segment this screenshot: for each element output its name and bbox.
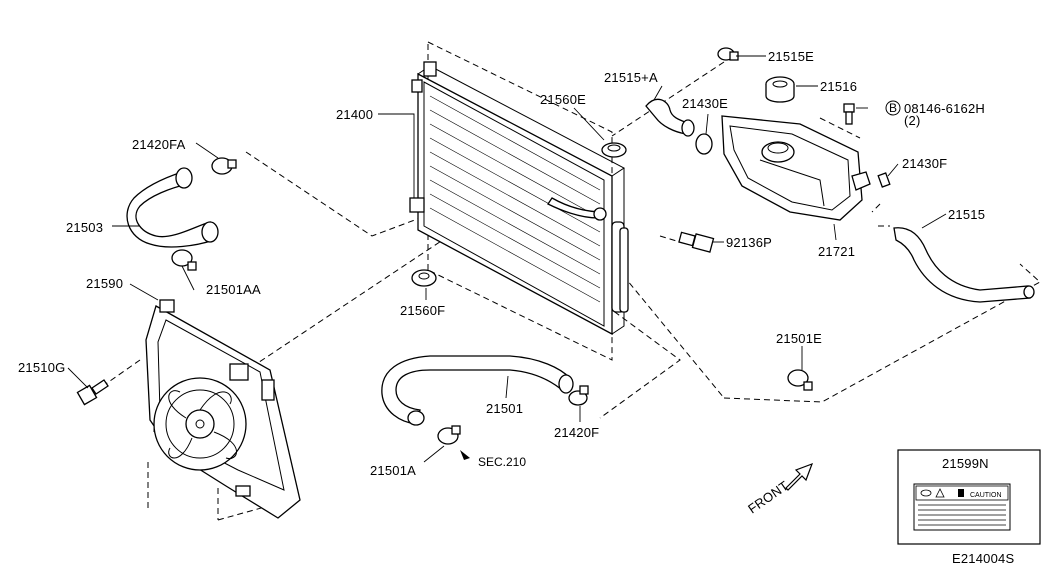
clip-21430F[interactable] [877, 172, 891, 188]
caution-label-21599N[interactable] [897, 449, 1041, 545]
lower-hose-21501[interactable] [381, 355, 574, 426]
clamp-21501AA[interactable] [171, 249, 197, 271]
label-21560F: 21560F [400, 303, 445, 318]
label-92136P: 92136P [726, 235, 772, 250]
label-bolt-circle: B [889, 101, 897, 115]
caution-symbol-icon [958, 489, 964, 497]
diagram-id: E214004S [952, 551, 1014, 566]
label-21515A: 21515+A [604, 70, 658, 85]
label-21430E: 21430E [682, 96, 728, 111]
label-21501E: 21501E [776, 331, 822, 346]
label-21501A: 21501A [370, 463, 416, 478]
label-21515: 21515 [948, 207, 985, 222]
sec210-arrow-icon [460, 450, 470, 460]
label-caution: CAUTION [970, 492, 1002, 499]
label-front: FRONT [745, 478, 791, 517]
mount-21560F[interactable] [411, 269, 437, 287]
bolt-08146-6162H[interactable] [843, 103, 855, 125]
label-08146-6162H: 08146-6162H [904, 101, 985, 116]
reservoir-tank-21721[interactable] [721, 115, 871, 221]
mount-21560E[interactable] [601, 142, 627, 158]
sensor-92136P[interactable] [678, 231, 715, 253]
fan-shroud-21590[interactable] [145, 299, 301, 519]
clamp-21430E[interactable] [695, 133, 713, 155]
clamp-21501E[interactable] [787, 369, 813, 391]
clamp-21501A[interactable] [437, 425, 461, 445]
label-08146-qty: (2) [904, 113, 921, 128]
label-21721: 21721 [818, 244, 855, 259]
caution-logo-icon [920, 489, 932, 497]
label-sec210: SEC.210 [478, 455, 526, 469]
label-21599N: 21599N [942, 456, 989, 471]
label-21516: 21516 [820, 79, 857, 94]
clamp-21420F[interactable] [568, 385, 589, 406]
bolt-21510G[interactable] [76, 379, 109, 406]
label-21590: 21590 [86, 276, 123, 291]
label-21510G: 21510G [18, 360, 65, 375]
label-21501: 21501 [486, 401, 523, 416]
label-21503: 21503 [66, 220, 103, 235]
front-arrow-icon [785, 462, 814, 491]
warning-triangle-icon [935, 488, 945, 498]
label-21430F: 21430F [902, 156, 947, 171]
label-21420F: 21420F [554, 425, 599, 440]
label-21420FA: 21420FA [132, 137, 186, 152]
label-21515E: 21515E [768, 49, 814, 64]
radiator-21400[interactable] [409, 61, 629, 336]
label-21560E: 21560E [540, 92, 586, 107]
label-21400: 21400 [336, 107, 373, 122]
hose-21515[interactable] [893, 227, 1035, 303]
clamp-21515E[interactable] [717, 47, 739, 61]
label-21501AA: 21501AA [206, 282, 261, 297]
cap-21516[interactable] [765, 76, 795, 103]
clamp-21420FA[interactable] [211, 157, 237, 175]
bolt-circle-icon [885, 100, 901, 116]
upper-hose-21503[interactable] [126, 167, 219, 248]
hose-21515A[interactable] [645, 98, 695, 137]
leader-lines [67, 55, 975, 486]
